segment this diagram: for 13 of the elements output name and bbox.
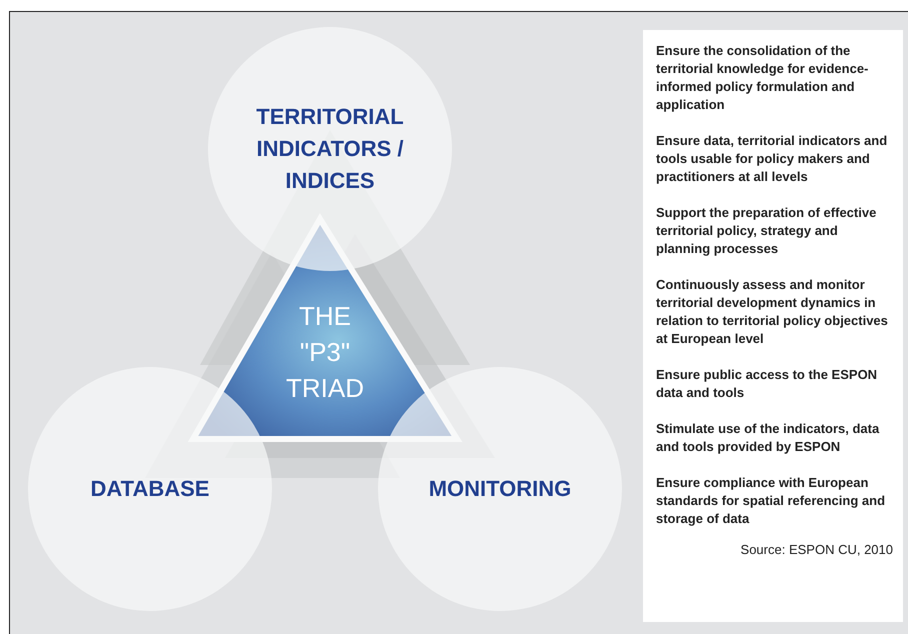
objective-text: Ensure compliance with European standards for spatial referencing and storage of data <box>656 474 886 528</box>
objective-text: Stimulate use of the indicators, data and tools provided by ESPON <box>656 420 880 456</box>
circle-label: DATABASE <box>90 475 210 503</box>
objective-text: Ensure public access to the ESPON data and tools <box>656 366 878 402</box>
source-note: Source: ESPON CU, 2010 <box>740 542 893 557</box>
circle-label: TERRITORIAL INDICATORS / INDICES <box>255 103 405 195</box>
objective-text: Ensure the consolidation of the territorial knowledge for evidence-informed policy formulation and application <box>656 42 870 114</box>
text-panel <box>643 30 903 622</box>
triangle-label: THE "P3" TRIAD <box>285 300 365 405</box>
objective-text: Continuously assess and monitor territorial development dynamics in relation to territorial policy objectives at European level <box>656 276 889 348</box>
objective-text: Support the preparation of effective territorial policy, strategy and planning processes <box>656 204 878 258</box>
objective-text: Ensure data, territorial indicators and tools usable for policy makers and practitioners at all levels <box>656 132 888 186</box>
circle-label: MONITORING <box>428 475 572 503</box>
